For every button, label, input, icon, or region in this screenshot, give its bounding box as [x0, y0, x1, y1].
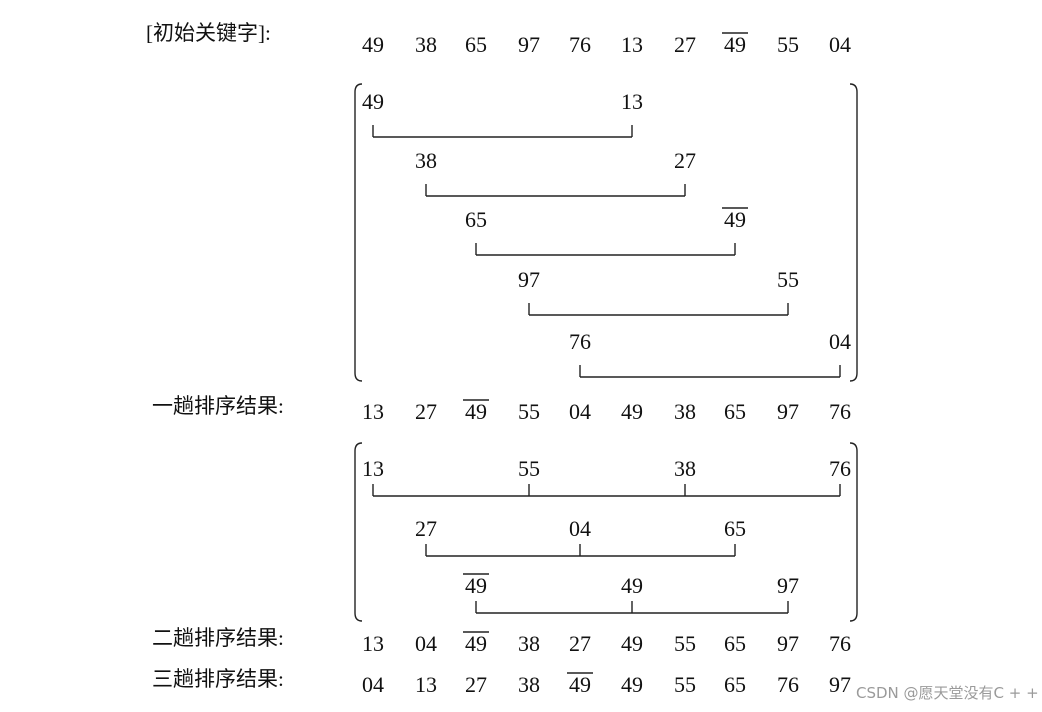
key-number: 04 [829, 32, 851, 57]
key-number: 04 [362, 672, 384, 697]
key-number: 27 [674, 32, 696, 57]
right-bracket [849, 83, 858, 382]
key-number: 65 [465, 207, 487, 232]
key-number: 49 [724, 207, 746, 232]
key-number: 13 [362, 456, 384, 481]
left-bracket [354, 83, 363, 382]
key-number: 76 [829, 631, 851, 656]
left-bracket [354, 442, 363, 622]
key-number: 55 [518, 456, 540, 481]
key-number: 65 [724, 516, 746, 541]
key-number: 38 [415, 32, 437, 57]
key-number: 76 [569, 32, 591, 57]
key-number: 97 [777, 399, 799, 424]
key-number: 76 [569, 329, 591, 354]
key-number: 49 [621, 631, 643, 656]
key-number: 49 [465, 399, 487, 424]
row-label: [初始关键字]: [146, 21, 271, 45]
key-number: 65 [724, 631, 746, 656]
key-number: 13 [362, 399, 384, 424]
key-number: 38 [415, 148, 437, 173]
key-number: 97 [829, 672, 851, 697]
key-number: 55 [674, 631, 696, 656]
key-number: 27 [465, 672, 487, 697]
key-number: 55 [518, 399, 540, 424]
key-number: 76 [777, 672, 799, 697]
key-number: 97 [518, 267, 540, 292]
key-number: 13 [621, 32, 643, 57]
key-number: 13 [362, 631, 384, 656]
row-label: 二趟排序结果: [152, 626, 284, 650]
key-number: 38 [674, 399, 696, 424]
key-number: 49 [724, 32, 746, 57]
key-number: 65 [465, 32, 487, 57]
row-label: 三趟排序结果: [152, 667, 284, 691]
key-number: 49 [465, 573, 487, 598]
key-number: 38 [518, 672, 540, 697]
key-number: 38 [674, 456, 696, 481]
key-number: 04 [569, 399, 591, 424]
key-number: 49 [621, 573, 643, 598]
key-number: 27 [569, 631, 591, 656]
key-number: 49 [465, 631, 487, 656]
key-number: 49 [362, 32, 384, 57]
key-number: 49 [621, 399, 643, 424]
key-number: 27 [415, 516, 437, 541]
key-number: 38 [518, 631, 540, 656]
key-number: 97 [777, 631, 799, 656]
key-number: 13 [621, 89, 643, 114]
key-number: 49 [569, 672, 591, 697]
key-number: 55 [674, 672, 696, 697]
key-number: 55 [777, 267, 799, 292]
watermark: CSDN @愿天堂没有C + + [856, 684, 1039, 702]
key-number: 04 [569, 516, 591, 541]
key-number: 97 [777, 573, 799, 598]
key-number: 04 [415, 631, 437, 656]
key-number: 65 [724, 399, 746, 424]
key-number: 65 [724, 672, 746, 697]
key-number: 27 [674, 148, 696, 173]
key-number: 55 [777, 32, 799, 57]
key-number: 76 [829, 456, 851, 481]
key-number: 76 [829, 399, 851, 424]
key-number: 49 [621, 672, 643, 697]
key-number: 97 [518, 32, 540, 57]
key-number: 13 [415, 672, 437, 697]
key-number: 27 [415, 399, 437, 424]
right-bracket [849, 442, 858, 622]
key-number: 49 [362, 89, 384, 114]
key-number: 04 [829, 329, 851, 354]
row-label: 一趟排序结果: [152, 394, 284, 418]
